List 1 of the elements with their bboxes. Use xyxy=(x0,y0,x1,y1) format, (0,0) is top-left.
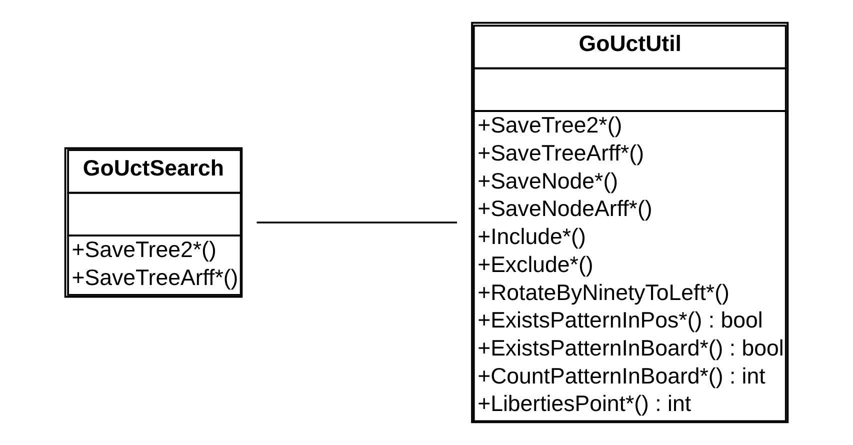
connector xyxy=(256,222,458,224)
